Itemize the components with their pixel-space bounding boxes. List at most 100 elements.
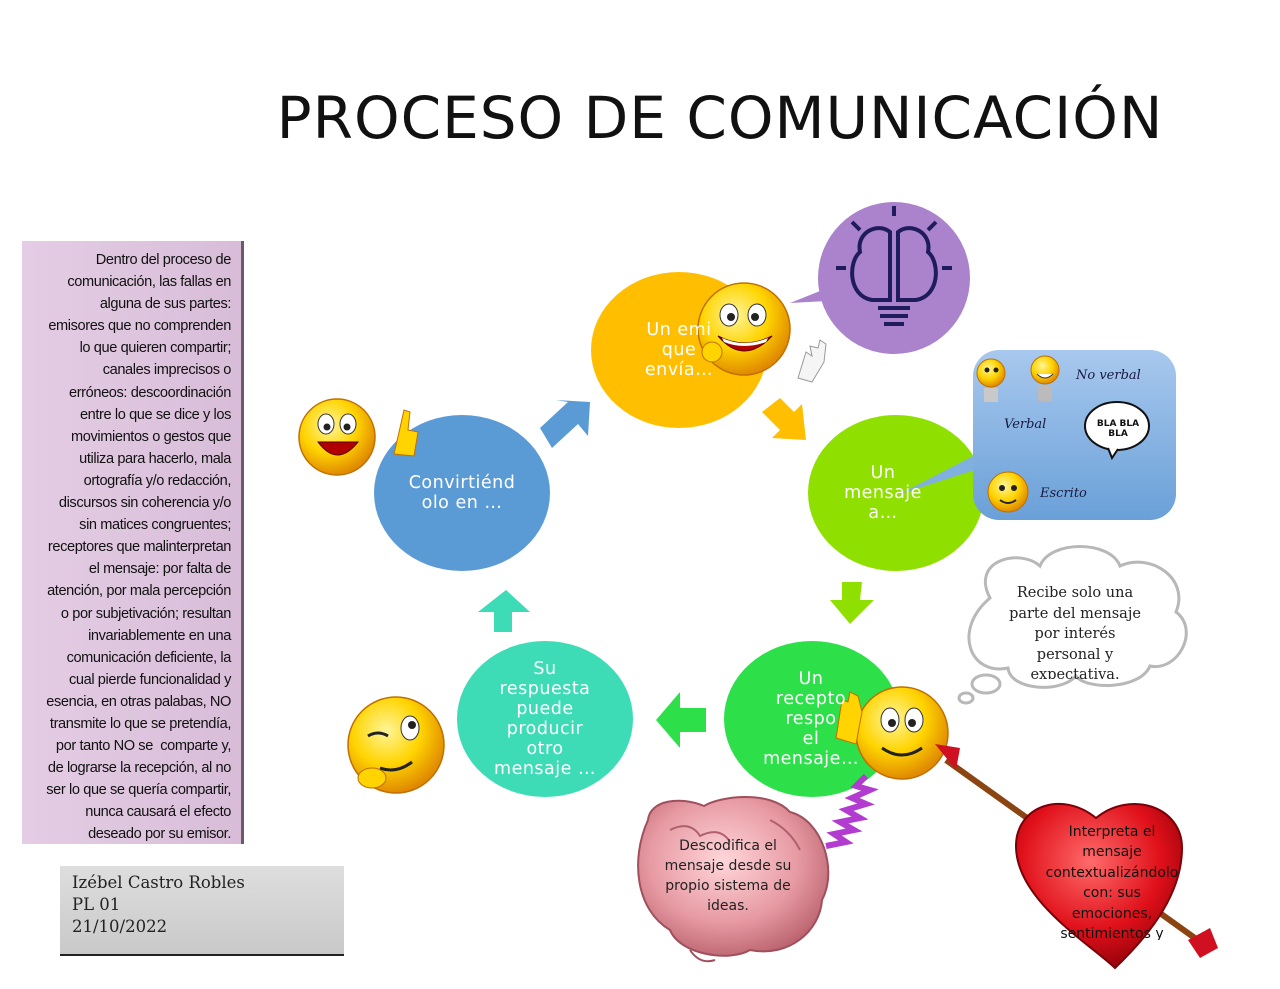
- explanation-line: o por subjetivación; resultan: [60, 605, 232, 622]
- explanation-line: emisores que no comprenden: [48, 318, 231, 335]
- explanation-line: comunicación deficiente, la: [66, 649, 232, 666]
- explanation-line: deseado por su emisor.: [88, 826, 231, 843]
- explanation-line: ser lo que se quería compartir,: [46, 782, 231, 799]
- explanation-text: Dentro del proceso de comunicación, las f…: [31, 249, 231, 846]
- thought-cloud: [957, 545, 1188, 705]
- explanation-line: nunca causará el efecto: [85, 804, 231, 821]
- cloud-text-line: parte del mensaje: [1009, 605, 1141, 622]
- receptor-label-line: Un: [798, 669, 824, 689]
- arrow-convirtiendo-to-emisor: [540, 400, 590, 448]
- mensaje-label-line: a…: [868, 503, 898, 523]
- receptor-label-line: recepto: [775, 689, 847, 709]
- hand-icon: [797, 339, 827, 383]
- emisor-label-line: Un emi: [646, 320, 712, 340]
- bla-bla-label: BLA BLA BLA: [1096, 419, 1140, 439]
- heart-text-line: contextualizándolo: [1045, 864, 1179, 881]
- respuesta-label-line: producir: [506, 719, 584, 739]
- respuesta-label: Su respuesta puede producir otro mensaje…: [457, 641, 633, 797]
- smiley-no-verbal-icon: [976, 355, 1060, 402]
- spring-icon: [825, 773, 879, 849]
- respuesta-label-line: otro: [526, 739, 564, 759]
- emisor-label: Un emi que envía…: [591, 272, 767, 428]
- convirtiendo-label: Convirtiénd olo en …: [374, 415, 550, 571]
- emisor-label-line: que: [661, 340, 697, 360]
- explanation-line: movimientos o gestos que: [71, 428, 231, 445]
- mensaje-label-line: mensaje: [844, 483, 922, 503]
- respuesta-circle: [457, 641, 633, 797]
- respuesta-label-line: mensaje …: [494, 759, 596, 779]
- explanation-line: invariablemente en una: [88, 627, 231, 644]
- page-title: PROCESO DE COMUNICACIÓN: [276, 84, 1164, 152]
- brain-text: Descodifica el mensaje desde su propio s…: [648, 836, 808, 916]
- smiley-pointing-icon: [298, 398, 419, 476]
- explanation-line: comunicación, las fallas en: [67, 274, 231, 291]
- brain-text-line: mensaje desde su: [664, 858, 792, 874]
- brain-bulb-icon: [836, 206, 952, 326]
- brain-text-line: Descodifica el: [679, 838, 777, 854]
- cloud-text-line: personal y: [1036, 646, 1114, 663]
- arrow-receptor-to-respuesta: [656, 692, 706, 748]
- cloud-text: Recibe solo una parte del mensaje por in…: [990, 583, 1160, 679]
- heart-text-line: Interpreta el: [1068, 824, 1156, 840]
- brain-text-line: ideas.: [707, 898, 749, 914]
- receptor-label-line: respo: [785, 709, 837, 729]
- arrow-emisor-to-mensaje: [762, 398, 806, 440]
- receptor-label: Un recepto respo el mensaje…: [724, 641, 900, 797]
- explanation-line: sin matices congruentes;: [79, 517, 231, 534]
- explanation-line: de lograrse la recepción, al no: [47, 760, 232, 777]
- respuesta-label-line: Su: [533, 659, 557, 679]
- cloud-text-line: expectativa.: [1030, 667, 1120, 679]
- explanation-line: utiliza para hacerlo, mala: [79, 450, 231, 467]
- brain-icon: [637, 796, 830, 963]
- heart-text: Interpreta el mensaje contextualizándolo…: [1028, 822, 1196, 940]
- explanation-line: esencia, en otras palabas, NO: [46, 693, 231, 710]
- heart-text-line: sentimientos y: [1060, 926, 1164, 940]
- smiley-receptor-icon: [835, 686, 949, 780]
- smiley-winking-icon: [347, 696, 445, 794]
- cloud-text-line: Recibe solo una: [1016, 585, 1134, 601]
- explanation-line: ortografía y/o redacción,: [83, 472, 232, 489]
- respuesta-label-line: respuesta: [499, 679, 591, 699]
- receptor-label-line: mensaje…: [763, 749, 859, 769]
- escrito-label: Escrito: [1040, 486, 1087, 501]
- receptor-circle: [724, 641, 900, 797]
- explanation-line: canales imprecisos o: [102, 362, 232, 379]
- explanation-line: atención, por mala percepción: [47, 583, 231, 600]
- explanation-line: Dentro del proceso de: [95, 252, 232, 268]
- explanation-line: cual pierde funcionalidad y: [68, 671, 231, 688]
- author-name: Izébel Castro Robles: [72, 873, 245, 892]
- explanation-line: entre lo que se dice y los: [79, 406, 231, 423]
- speech-bubble-bla-icon: [1084, 401, 1150, 461]
- arrow-respuesta-to-convirtiendo: [478, 590, 530, 632]
- explanation-line: erróneos: descoordinación: [69, 384, 231, 401]
- emisor-label-line: envía…: [644, 360, 714, 380]
- idea-bubble: [790, 202, 970, 354]
- explanation-line: por tanto NO se comparte y,: [55, 738, 231, 755]
- explanation-line: receptores que malinterpretan: [47, 539, 231, 556]
- mensaje-circle: [808, 415, 984, 571]
- author-date: 21/10/2022: [72, 917, 168, 936]
- heart-text-line: mensaje: [1082, 844, 1142, 861]
- smiley-escrito-icon: [987, 471, 1029, 513]
- explanation-line: transmite lo que se pretendía,: [49, 715, 231, 732]
- cloud-text-line: por interés: [1034, 626, 1116, 642]
- heart-text-line: con: sus: [1083, 885, 1141, 902]
- respuesta-label-line: puede: [516, 699, 574, 719]
- explanation-line: alguna de sus partes:: [99, 296, 232, 313]
- mensaje-label-line: Un: [870, 463, 896, 483]
- explanation-panel: Dentro del proceso de comunicación, las f…: [22, 241, 244, 844]
- communication-types-box: [900, 350, 1176, 520]
- arrow-mensaje-to-receptor: [830, 582, 874, 624]
- heart-arrow-icon: [935, 744, 1218, 970]
- convirtiendo-circle: [374, 415, 550, 571]
- brain-text-line: propio sistema de: [665, 878, 791, 894]
- smiley-emisor-icon: [697, 282, 791, 376]
- explanation-line: lo que quieren compartir;: [79, 340, 232, 357]
- mensaje-label: Un mensaje a…: [808, 415, 984, 571]
- explanation-line: discursos sin coherencia y/o: [58, 495, 232, 512]
- explanation-line: el mensaje: por falta de: [88, 561, 232, 578]
- heart-text-line: emociones,: [1071, 905, 1153, 922]
- convirtiendo-label-line: olo en …: [421, 493, 503, 513]
- author-group: PL 01: [72, 895, 121, 914]
